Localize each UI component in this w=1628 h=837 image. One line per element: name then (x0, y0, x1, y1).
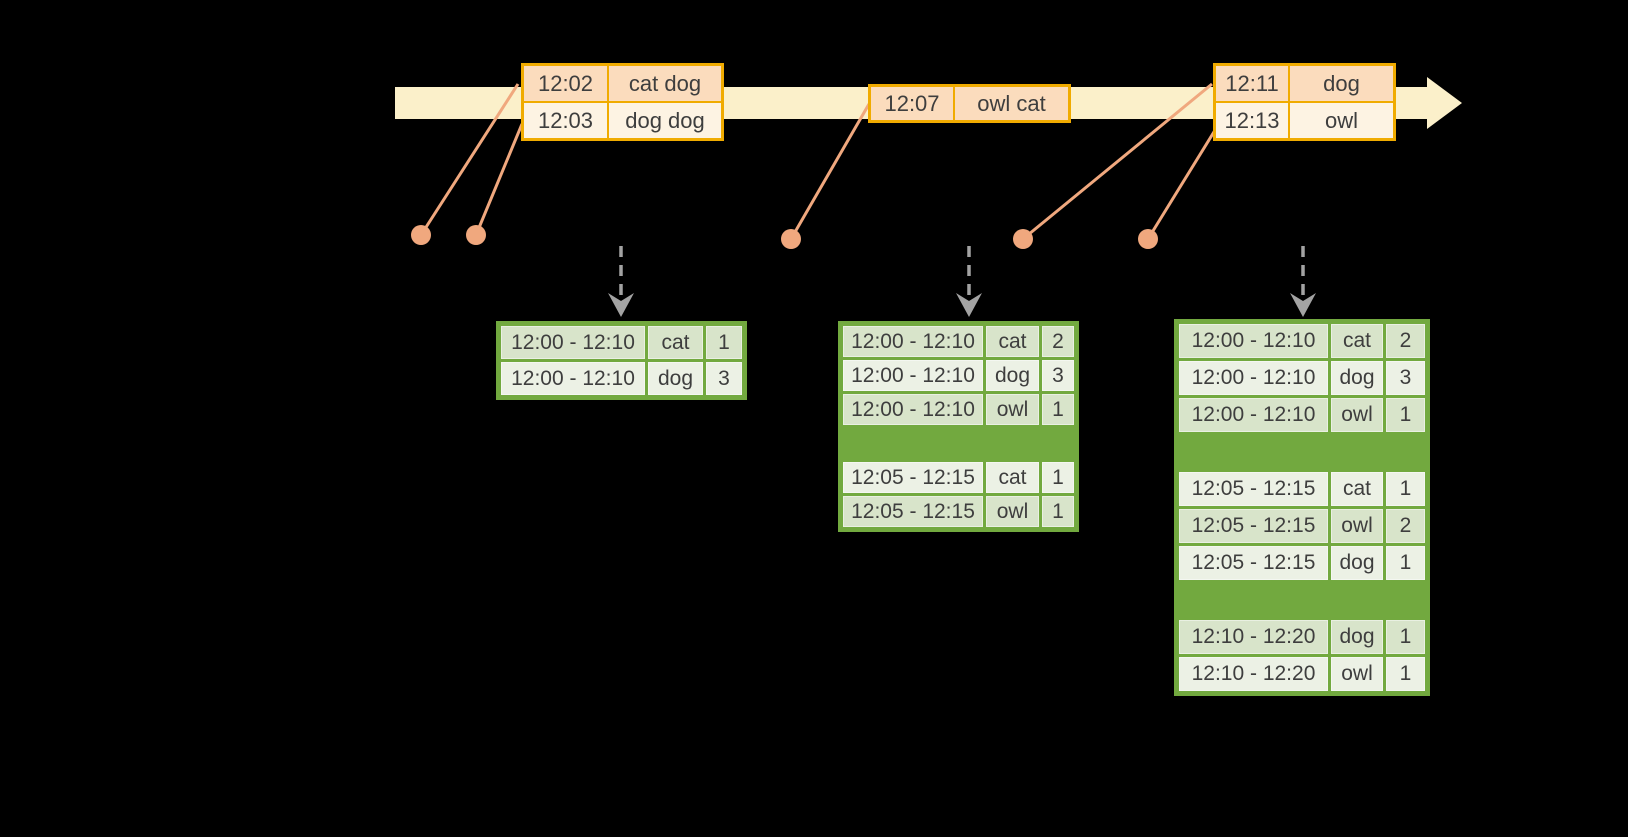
count-cell: 1 (1386, 472, 1425, 506)
connector-line (474, 123, 524, 236)
connector-line (1146, 126, 1219, 240)
count-cell: 1 (1042, 462, 1074, 493)
window-cell: 12:00 - 12:10 (501, 362, 645, 395)
result-table-1: 12:00 - 12:10 cat 1 12:00 - 12:10 dog 3 (496, 321, 747, 400)
window-cell: 12:10 - 12:20 (1179, 620, 1328, 654)
event-time-cell: 12:07 (871, 87, 953, 120)
event-dot (1138, 229, 1158, 249)
count-cell: 1 (1386, 620, 1425, 654)
word-cell: owl (1331, 509, 1383, 543)
count-cell: 1 (1386, 398, 1425, 432)
word-cell: cat (648, 326, 703, 359)
window-cell: 12:00 - 12:10 (843, 394, 983, 425)
window-cell: 12:05 - 12:15 (1179, 472, 1328, 506)
event-words-cell: owl (1290, 103, 1393, 138)
count-cell: 1 (1042, 496, 1074, 527)
window-cell: 12:00 - 12:10 (843, 326, 983, 357)
event-words-cell: cat dog (609, 66, 721, 101)
trigger-arrowhead-icon (608, 293, 634, 317)
window-cell: 12:05 - 12:15 (1179, 546, 1328, 580)
word-cell: owl (986, 496, 1039, 527)
event-dot (466, 225, 486, 245)
word-cell: owl (986, 394, 1039, 425)
window-cell: 12:05 - 12:15 (1179, 509, 1328, 543)
word-cell: cat (1331, 472, 1383, 506)
count-cell: 2 (1386, 324, 1425, 358)
event-time-cell: 12:11 (1216, 66, 1288, 101)
word-cell: owl (1331, 398, 1383, 432)
window-cell: 12:00 - 12:10 (1179, 398, 1328, 432)
event-table-3: 12:11 dog 12:13 owl (1213, 63, 1396, 141)
window-cell: 12:00 - 12:10 (1179, 324, 1328, 358)
trigger-arrowhead-icon (1290, 293, 1316, 317)
word-cell: owl (1331, 657, 1383, 691)
event-time-cell: 12:02 (524, 66, 607, 101)
event-time-cell: 12:13 (1216, 103, 1288, 138)
window-group-separator (1179, 583, 1425, 584)
window-cell: 12:00 - 12:10 (501, 326, 645, 359)
event-time-cell: 12:03 (524, 103, 607, 138)
count-cell: 3 (1042, 360, 1074, 391)
word-cell: cat (986, 326, 1039, 357)
window-cell: 12:05 - 12:15 (843, 496, 983, 527)
result-table-2: 12:00 - 12:10 cat 2 12:00 - 12:10 dog 3 … (838, 321, 1079, 532)
count-cell: 2 (1042, 326, 1074, 357)
word-cell: dog (1331, 361, 1383, 395)
count-cell: 3 (1386, 361, 1425, 395)
window-cell: 12:00 - 12:10 (1179, 361, 1328, 395)
connector-line (789, 103, 871, 240)
word-cell: dog (1331, 546, 1383, 580)
trigger-arrowheads (608, 293, 1316, 317)
result-table-3: 12:00 - 12:10 cat 2 12:00 - 12:10 dog 3 … (1174, 319, 1430, 696)
word-cell: dog (1331, 620, 1383, 654)
event-dot (411, 225, 431, 245)
window-cell: 12:05 - 12:15 (843, 462, 983, 493)
event-dot (781, 229, 801, 249)
count-cell: 1 (1386, 657, 1425, 691)
window-group-separator (843, 428, 1074, 429)
event-table-1: 12:02 cat dog 12:03 dog dog (521, 63, 724, 141)
event-words-cell: owl cat (955, 87, 1068, 120)
word-cell: cat (1331, 324, 1383, 358)
count-cell: 1 (1042, 394, 1074, 425)
window-group-separator (1179, 435, 1425, 436)
event-words-cell: dog (1290, 66, 1393, 101)
trigger-arrows (619, 246, 1305, 296)
trigger-arrowhead-icon (956, 293, 982, 317)
event-dot (1013, 229, 1033, 249)
window-cell: 12:10 - 12:20 (1179, 657, 1328, 691)
event-table-2: 12:07 owl cat (868, 84, 1071, 123)
count-cell: 3 (706, 362, 742, 395)
window-cell: 12:00 - 12:10 (843, 360, 983, 391)
timeline-arrowhead-icon (1427, 77, 1462, 129)
event-dots (411, 225, 1158, 249)
count-cell: 1 (1386, 546, 1425, 580)
count-cell: 2 (1386, 509, 1425, 543)
word-cell: cat (986, 462, 1039, 493)
event-words-cell: dog dog (609, 103, 721, 138)
word-cell: dog (986, 360, 1039, 391)
word-cell: dog (648, 362, 703, 395)
count-cell: 1 (706, 326, 742, 359)
